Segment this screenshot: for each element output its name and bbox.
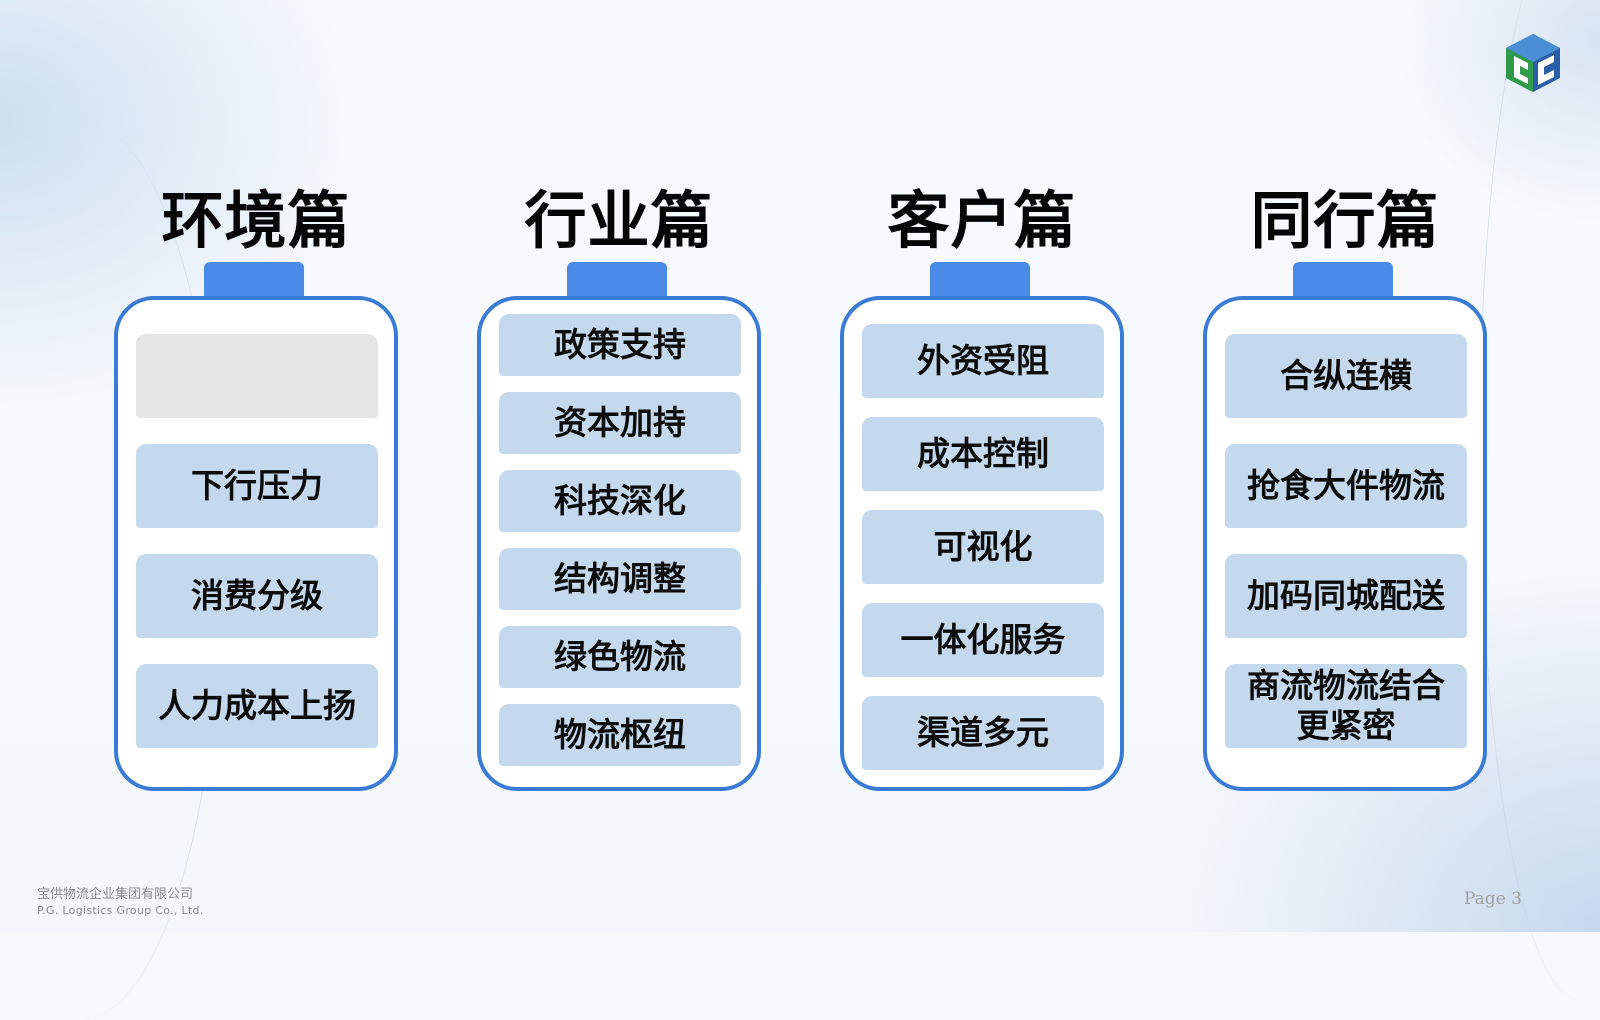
- list-item: 商流物流结合 更紧密: [1225, 664, 1467, 748]
- column-tab: [567, 262, 667, 302]
- page-number: Page 3: [1464, 889, 1522, 909]
- list-item: 资本加持: [499, 392, 741, 454]
- footer-company: 宝供物流企业集团有限公司 P.G. Logistics Group Co., L…: [37, 887, 204, 919]
- list-item: 成本控制: [862, 417, 1104, 491]
- list-item: 人力成本上扬: [136, 664, 378, 748]
- column-title: 客户篇: [887, 184, 1077, 257]
- list-item: 外资受阻: [862, 324, 1104, 398]
- list-item: 渠道多元: [862, 696, 1104, 770]
- company-name-cn: 宝供物流企业集团有限公司: [37, 887, 194, 902]
- list-item: [136, 334, 378, 418]
- list-item: 绿色物流: [499, 626, 741, 688]
- list-item: 物流枢纽: [499, 704, 741, 766]
- column-title: 同行篇: [1250, 184, 1440, 257]
- list-item: 消费分级: [136, 554, 378, 638]
- column-box: 政策支持 资本加持 科技深化 结构调整 绿色物流 物流枢纽: [477, 296, 761, 791]
- column-tab: [930, 262, 1030, 302]
- column-title: 行业篇: [524, 184, 714, 257]
- column-box: 合纵连横 抢食大件物流 加码同城配送 商流物流结合 更紧密: [1203, 296, 1487, 791]
- column-box: 外资受阻 成本控制 可视化 一体化服务 渠道多元: [840, 296, 1124, 791]
- column-box: 下行压力 消费分级 人力成本上扬: [114, 296, 398, 791]
- list-item: 可视化: [862, 510, 1104, 584]
- company-name-en: P.G. Logistics Group Co., Ltd.: [37, 904, 204, 917]
- column-tab: [1293, 262, 1393, 302]
- list-item: 下行压力: [136, 444, 378, 528]
- list-item: 政策支持: [499, 314, 741, 376]
- list-item: 科技深化: [499, 470, 741, 532]
- list-item: 合纵连横: [1225, 334, 1467, 418]
- list-item: 一体化服务: [862, 603, 1104, 677]
- list-item: 加码同城配送: [1225, 554, 1467, 638]
- pg-logistics-logo-icon: [1500, 30, 1566, 96]
- column-tab: [204, 262, 304, 302]
- column-title: 环境篇: [161, 184, 351, 257]
- list-item: 抢食大件物流: [1225, 444, 1467, 528]
- list-item: 结构调整: [499, 548, 741, 610]
